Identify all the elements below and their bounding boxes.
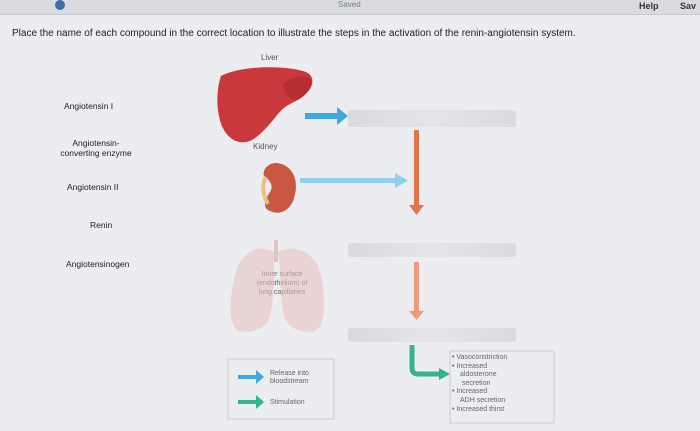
drop-zone-4[interactable] (348, 328, 516, 342)
status-badge-icon (55, 0, 65, 10)
save-link[interactable]: Sav (680, 1, 697, 11)
drop-zone-3[interactable] (348, 243, 516, 257)
effect-line: • Increased (452, 362, 488, 370)
lung-label-line1: Inner surface (261, 271, 303, 278)
lung-label: Inner surface (endothelium) of lung capi… (236, 270, 328, 297)
compound-angiotensin-1[interactable]: Angiotensin I (64, 101, 114, 111)
legend-stimulation-label: Stimulation (270, 399, 305, 406)
effect-line: • Increased (452, 388, 488, 396)
liver-release-arrow-icon (305, 107, 348, 125)
effect-line: secretion (462, 379, 491, 387)
compound-angiotensinogen[interactable]: Angiotensinogen (66, 259, 130, 269)
stimulation-arrow-2-icon (409, 262, 424, 320)
stimulation-arrow-3-icon (409, 345, 450, 380)
liver-label: Liver (261, 53, 279, 62)
effect-line: aldosterone (460, 371, 497, 379)
effect-line: • Vasoconstriction (452, 354, 508, 361)
top-bar: Saved Help Sav (0, 0, 700, 15)
lung-label-line2: (endothelium) of (256, 280, 308, 287)
drop-zone-1[interactable] (348, 110, 516, 127)
saved-status: Saved (338, 0, 361, 9)
legend-release-arrow-icon (238, 370, 264, 384)
legend-release-line1: Release into (270, 370, 309, 377)
kidney-icon (261, 163, 296, 213)
effect-line: ADH secretion (460, 396, 506, 404)
compound-renin[interactable]: Renin (90, 220, 113, 230)
compound-ace-line2: converting enzyme (60, 148, 132, 158)
legend-box (227, 358, 335, 420)
kidney-release-arrow-icon (300, 173, 408, 188)
compound-ace-line1: Angiotensin- (72, 138, 120, 148)
stimulation-arrow-1-icon (409, 130, 424, 215)
compound-ace[interactable]: Angiotensin- converting enzyme (52, 138, 140, 158)
legend-release-line2: bloodstream (270, 378, 309, 385)
effects-list: • Vasoconstriction • Increased aldostero… (452, 354, 552, 414)
compound-angiotensin-2[interactable]: Angiotensin II (67, 182, 119, 192)
legend-release-label: Release into bloodstream (270, 370, 309, 386)
liver-icon (217, 67, 313, 143)
kidney-label: Kidney (253, 142, 278, 151)
effect-line: • Increased thirst (452, 405, 505, 413)
help-link[interactable]: Help (639, 1, 659, 11)
legend-stimulation-arrow-icon (238, 395, 264, 409)
lung-label-line3: lung capillaries (258, 289, 306, 296)
instruction-text: Place the name of each compound in the c… (12, 28, 576, 39)
